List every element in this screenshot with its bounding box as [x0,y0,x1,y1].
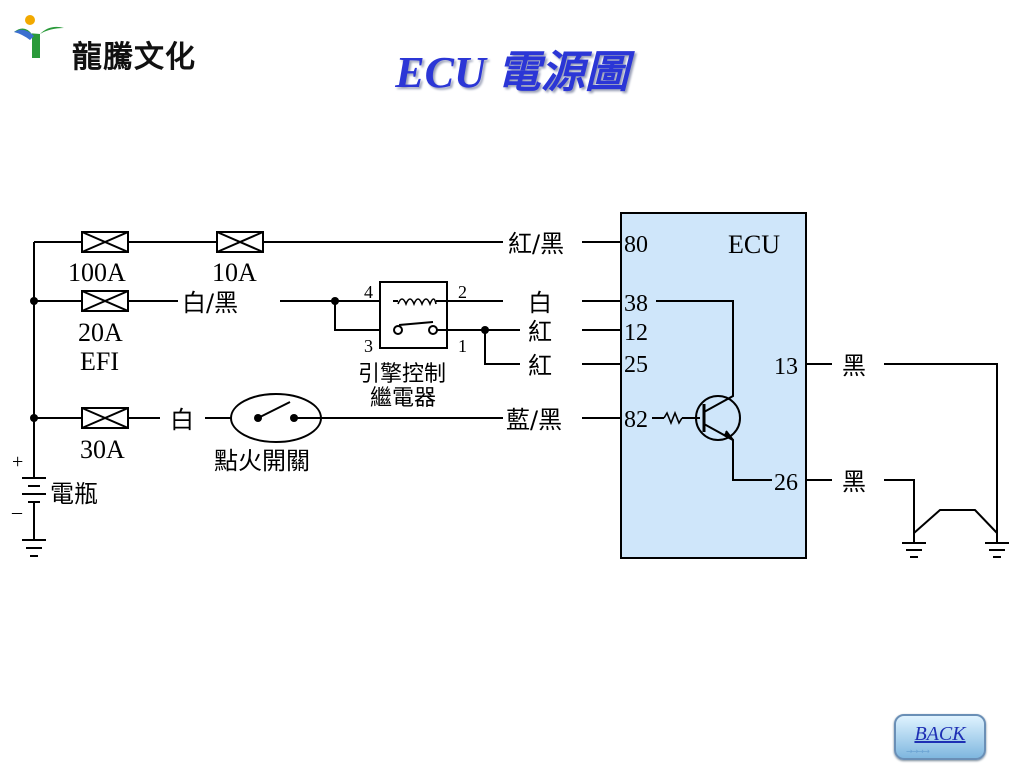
relay-terminal-4: 4 [364,282,373,302]
relay-label-line1: 引擎控制 [358,362,446,387]
fuse-100a-icon [81,231,129,253]
ecu-label: ECU [728,230,780,259]
relay-contact-icon [393,321,447,335]
ground-icon [902,542,926,558]
pin-25-label: 25 [624,352,648,378]
wire-red-25-label: 紅 [528,352,552,380]
relay-box [379,281,448,349]
ecu-box [620,212,807,559]
pin-80-label: 80 [624,232,648,258]
battery-minus-label: – [11,501,23,523]
battery-plus-label: + [12,451,23,473]
wire-red-black-label: 紅/黑 [508,230,564,258]
pin-26-label: 26 [774,470,798,496]
wire-red-12-label: 紅 [528,318,552,346]
pin-82-label: 82 [624,407,648,433]
wire-blue-black-label: 藍/黑 [506,406,562,434]
battery-icon [22,477,46,557]
logo-mark-icon [14,15,64,58]
relay-terminal-3: 3 [364,336,373,356]
fuse-efi-label: EFI [80,347,119,376]
relay-coil-icon [393,298,447,307]
fuse-100a-label: 100A [68,258,126,287]
ground-26-wire [806,479,915,543]
wire-white-black-label: 白/黑 [182,289,238,317]
pin-13-label: 13 [774,354,798,380]
ground-icon [985,542,1009,558]
back-button[interactable]: BACK →→→→ [894,714,986,760]
fuse-30a-icon [81,407,129,429]
page-title: ECU 電源圖 [395,48,629,97]
publisher-logo: 龍騰文化 [10,10,210,75]
wire-white-ign-label: 白 [170,406,194,434]
ignition-switch-label: 點火開關 [214,447,310,475]
arrow-right-icon: →→→→ [906,747,930,756]
wire-black-26-label: 黑 [842,468,866,496]
battery-label: 電瓶 [50,480,98,508]
logo-text: 龍騰文化 [72,40,196,75]
back-button-label: BACK [914,723,966,745]
wire-black-13-label: 黑 [842,352,866,380]
transistor-icon [652,300,772,481]
relay-terminal-1: 1 [458,336,467,356]
relay-terminal-2: 2 [458,282,467,302]
fuse-10a-icon [216,231,264,253]
pin-38-label: 38 [624,291,648,317]
fuse-20a-icon [81,290,129,312]
fuse-10a-label: 10A [212,258,257,287]
ground-13-wire [806,363,998,543]
ground-body-wire [913,509,998,534]
wire-white-38-label: 白 [528,289,552,317]
fuse-30a-label: 30A [80,435,125,464]
pin-12-label: 12 [624,320,648,346]
fuse-20a-label: 20A [78,318,123,347]
relay-out-25-wire [484,330,621,365]
relay-label-line2: 繼電器 [370,386,436,411]
